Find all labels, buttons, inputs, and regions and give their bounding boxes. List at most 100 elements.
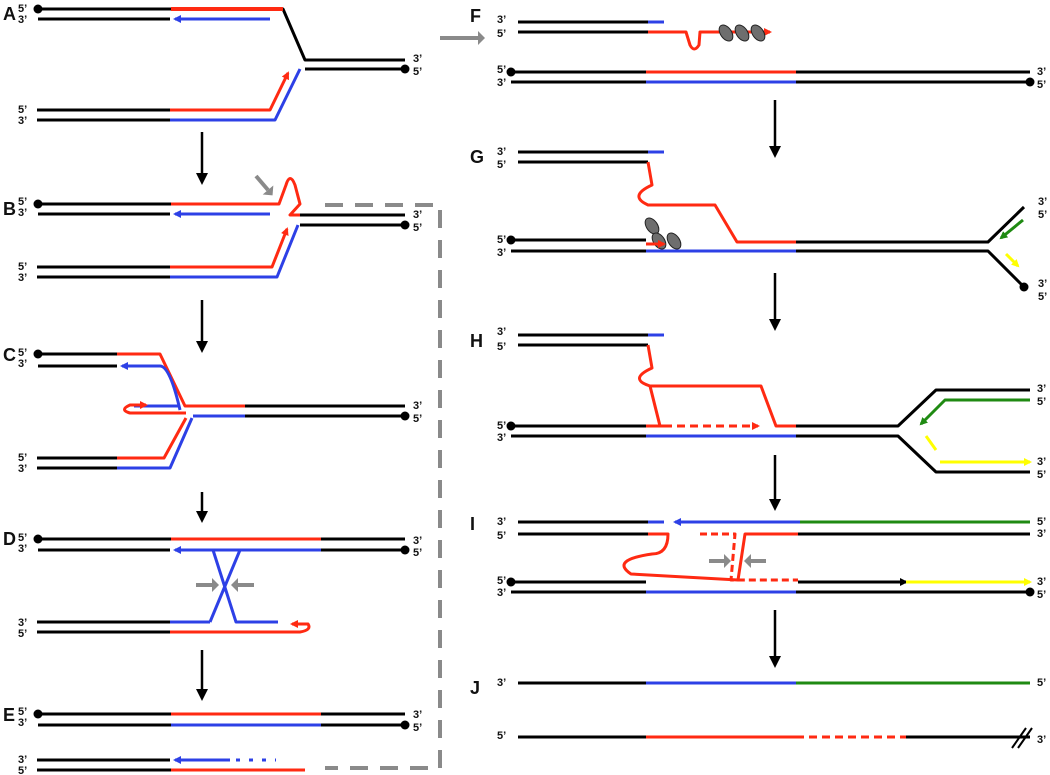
strand-end-dot: [400, 411, 410, 421]
three-prime-label: 3’: [497, 677, 506, 689]
invading-strand-segment: [117, 352, 245, 408]
lagging-strand-segment: [919, 398, 1030, 426]
helicase-subunit: [750, 24, 766, 42]
five-prime-label: 5’: [1038, 209, 1047, 221]
gray-arrow-head: [231, 578, 238, 592]
three-prime-label: 3’: [497, 432, 506, 444]
three-prime-label: 3’: [497, 14, 506, 26]
panel-letter-d: D: [3, 529, 16, 549]
strand-fork-upper: [796, 388, 1030, 428]
gray-arrow-head: [744, 554, 751, 568]
three-prime-label: 3’: [497, 146, 506, 158]
invading-strand-loop: [638, 344, 796, 428]
three-prime-label: 3’: [497, 587, 506, 599]
five-prime-label: 5’: [497, 234, 506, 246]
five-prime-label: 5’: [497, 159, 506, 171]
holliday-junction-crossover: [208, 549, 242, 623]
panel-letter-e: E: [3, 705, 15, 725]
three-prime-label: 3’: [1037, 576, 1046, 588]
invading-strand-hairpin: [170, 620, 311, 634]
helicase-subunit: [718, 24, 734, 42]
three-prime-label: 3’: [413, 535, 422, 547]
three-prime-label: 3’: [1037, 528, 1046, 540]
five-prime-label: 5’: [1037, 516, 1046, 528]
three-prime-label: 3’: [497, 326, 506, 338]
new-leading-strand: [1004, 252, 1020, 268]
five-prime-label: 5’: [1037, 589, 1046, 601]
template-strand-segment: [117, 417, 194, 470]
three-prime-label: 3’: [413, 400, 422, 412]
five-prime-label: 5’: [18, 3, 27, 15]
three-prime-label: 3’: [18, 207, 27, 219]
gray-arrow: [254, 174, 270, 192]
three-prime-label: 3’: [413, 709, 422, 721]
five-prime-label: 5’: [18, 196, 27, 208]
five-prime-label: 5’: [1037, 79, 1046, 91]
five-prime-label: 5’: [1037, 396, 1046, 408]
chicken-foot-arm: [123, 401, 186, 415]
five-prime-label: 5’: [1037, 677, 1046, 689]
invading-strand-regression: [171, 177, 302, 217]
template-strand-segment: [159, 364, 182, 411]
strand-end-dot: [400, 220, 410, 230]
strand-fork-lower: [796, 249, 1026, 289]
invading-strand-segment: [170, 71, 290, 112]
panel-letter-g: G: [470, 147, 484, 167]
three-prime-label: 3’: [497, 77, 506, 89]
five-prime-label: 5’: [497, 575, 506, 587]
helicase-subunit: [734, 24, 750, 42]
panel-letter-j: J: [470, 678, 480, 698]
five-prime-label: 5’: [18, 706, 27, 718]
three-prime-label: 3’: [18, 617, 27, 629]
strand-end-dot: [400, 720, 410, 730]
three-prime-label: 3’: [497, 247, 506, 259]
three-prime-label: 3’: [1037, 734, 1046, 746]
panel-letter-h: H: [470, 331, 483, 351]
five-prime-label: 5’: [497, 420, 506, 432]
template-strand-segment: [170, 224, 300, 279]
invading-strand-segment: [648, 28, 772, 51]
gray-arrow-head: [212, 578, 219, 592]
five-prime-label: 5’: [413, 222, 422, 234]
three-prime-label: 3’: [18, 463, 27, 475]
five-prime-label: 5’: [18, 532, 27, 544]
strand-end-dot: [400, 545, 410, 555]
three-prime-label: 3’: [1037, 66, 1046, 78]
gray-arrow-head: [262, 185, 274, 196]
three-prime-label: 3’: [18, 115, 27, 127]
five-prime-label: 5’: [18, 628, 27, 640]
five-prime-label: 5’: [497, 28, 506, 40]
five-prime-label: 5’: [18, 261, 27, 273]
connector-dashed: [325, 203, 442, 770]
panel-letter-f: F: [470, 6, 481, 26]
three-prime-label: 3’: [18, 754, 27, 766]
template-strand-segment: [170, 68, 302, 122]
strand-end-dot: [1019, 282, 1029, 292]
gray-arrow-head: [478, 31, 485, 45]
strand-break-mark: [1017, 727, 1033, 749]
strand-fork-upper: [796, 205, 1026, 244]
panel-letter-c: C: [3, 345, 16, 365]
three-prime-label: 3’: [497, 516, 506, 528]
five-prime-label: 5’: [413, 413, 422, 425]
three-prime-label: 3’: [18, 272, 27, 284]
five-prime-label: 5’: [497, 64, 506, 76]
new-leading-strand: [924, 435, 938, 451]
strand-end-dot: [1025, 587, 1035, 597]
holliday-junction-crossover: [211, 549, 278, 624]
five-prime-label: 5’: [413, 66, 422, 78]
five-prime-label: 5’: [1037, 469, 1046, 481]
three-prime-label: 3’: [1038, 196, 1047, 208]
strand-top-parental: [38, 7, 405, 62]
five-prime-label: 5’: [18, 452, 27, 464]
gray-arrow-head: [724, 554, 731, 568]
three-prime-label: 3’: [18, 14, 27, 26]
three-prime-label: 3’: [1038, 278, 1047, 290]
five-prime-label: 5’: [18, 765, 27, 775]
three-prime-label: 3’: [18, 543, 27, 555]
three-prime-label: 3’: [1037, 456, 1046, 468]
five-prime-label: 5’: [413, 547, 422, 559]
five-prime-label: 5’: [18, 104, 27, 116]
